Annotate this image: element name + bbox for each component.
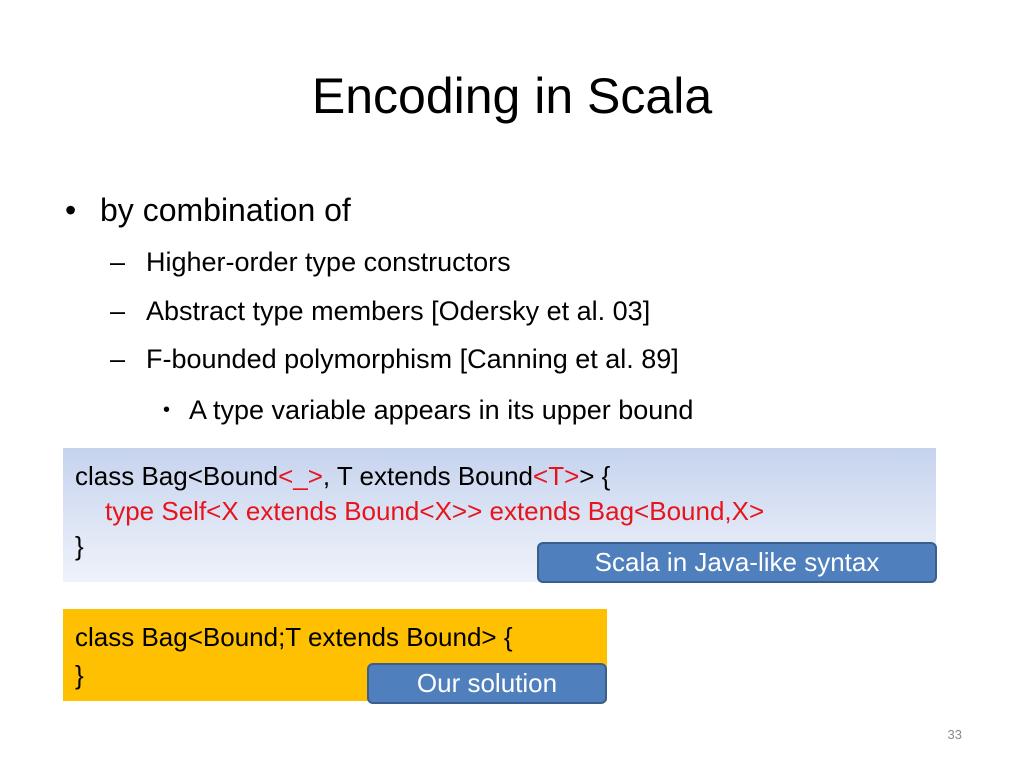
label-java-like: Scala in Java-like syntax	[537, 542, 937, 583]
label-solution: Our solution	[367, 663, 607, 704]
bullet-mark: •	[65, 192, 77, 228]
page-number: 33	[947, 727, 962, 742]
sub-bullet-text: F-bounded polymorphism [Canning et al. 8…	[146, 344, 679, 374]
code-line-1: class Bag<Bound;T extends Bound> {	[75, 622, 513, 652]
code-highlight: <T>	[533, 461, 580, 491]
code-line-3: }	[75, 531, 84, 561]
code-line-2: type Self<X extends Bound<X>> extends Ba…	[105, 496, 765, 526]
slide-title: Encoding in Scala	[311, 68, 713, 124]
dash-mark: –	[110, 247, 126, 277]
sub-bullet-text: Abstract type members [Odersky et al. 03…	[146, 296, 651, 326]
code-line-1: class Bag<Bound<_>, T extends Bound<T>> …	[75, 459, 936, 494]
bullet-text: by combination of	[100, 192, 351, 228]
code-text: > {	[579, 461, 611, 491]
sub-bullet-text: Higher-order type constructors	[146, 247, 511, 277]
dash-mark: –	[110, 344, 126, 374]
code-highlight: <_>	[278, 461, 323, 491]
sub-sub-bullet-text: A type variable appears in its upper bou…	[189, 395, 694, 425]
code-line-2: }	[75, 660, 84, 690]
code-text: , T extends Bound	[322, 461, 534, 491]
code-text: class Bag<Bound	[75, 461, 279, 491]
bullet-mark: •	[163, 399, 171, 421]
dash-mark: –	[110, 296, 126, 326]
